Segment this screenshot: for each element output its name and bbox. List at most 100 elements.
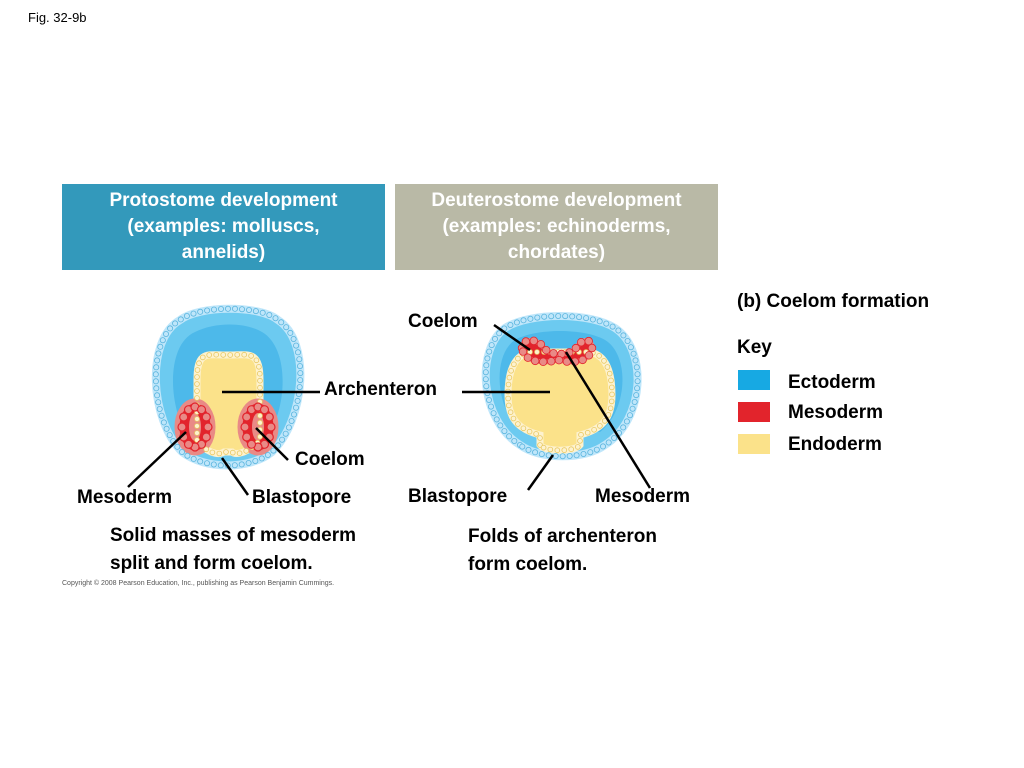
- deuterostome-ectoderm-cell: [520, 317, 527, 324]
- deuterostome-ectoderm-cell: [566, 452, 573, 459]
- deuterostome-ectoderm-cell: [634, 385, 641, 392]
- deuterostome-mesoderm-cell: [539, 357, 548, 366]
- deuterostome-ectoderm-cell: [620, 332, 627, 339]
- protostome-ectoderm-cell: [279, 436, 286, 443]
- protostome-ectoderm-cell: [283, 324, 290, 331]
- deuterostome-ectoderm-cell: [496, 330, 503, 337]
- leader-proto-blastopore: [220, 457, 250, 496]
- deuterostome-ectoderm-cell: [534, 314, 541, 321]
- protostome-ectoderm-cell: [290, 411, 297, 418]
- protostome-ectoderm-cell: [217, 462, 224, 469]
- deuterostome-endoderm-cell: [584, 429, 591, 436]
- deuterostome-mesoderm-cell: [587, 343, 597, 353]
- deuterostome-endoderm-cell: [596, 353, 602, 359]
- deuterostome-ectoderm-cell: [519, 443, 526, 450]
- deuterostome-ectoderm-cell: [484, 355, 491, 362]
- protostome-ectoderm-cell: [190, 455, 197, 462]
- deuterostome-ectoderm-cell: [589, 316, 596, 323]
- deuterostome-ectoderm-cell: [507, 321, 514, 328]
- deuterostome-mesoderm-cell: [542, 346, 551, 355]
- protostome-ectoderm-cell: [154, 357, 161, 364]
- protostome-ectoderm-cell: [162, 330, 169, 337]
- deuterostome-ectoderm-cell: [603, 320, 610, 327]
- protostome-endoderm-cell: [194, 416, 200, 422]
- deuterostome-ectoderm-cell: [627, 412, 634, 419]
- deuterostome-ectoderm-cell: [525, 446, 532, 453]
- protostome-ectoderm-cell: [252, 308, 259, 315]
- protostome-ectoderm-cell: [160, 419, 167, 426]
- deuterostome-ectoderm-cell: [486, 348, 493, 355]
- deuterostome-endoderm-cell: [505, 402, 512, 409]
- deuterostome-ectoderm-cell: [483, 383, 490, 390]
- protostome-mesoderm-cell: [242, 412, 252, 422]
- protostome-mesoderm-label: Mesoderm: [77, 487, 173, 508]
- protostome-endoderm-cell: [223, 449, 229, 455]
- protostome-endoderm-cell: [257, 433, 263, 440]
- leader-deutero-coelom: [493, 323, 531, 352]
- deuterostome-ectoderm-cell: [631, 398, 638, 405]
- protostome-ectoderm-cell: [297, 377, 304, 384]
- deuterostome-endoderm-cell: [608, 398, 615, 405]
- protostome-header: Protostome development (examples: mollus…: [62, 184, 385, 270]
- protostome-endoderm-cell: [227, 352, 234, 358]
- deuterostome-ectoderm-cell: [629, 405, 636, 412]
- deuterostome-mesoderm-cell: [584, 336, 593, 346]
- protostome-mesoderm-cell: [201, 412, 211, 422]
- protostome-ectoderm-cell: [178, 448, 185, 455]
- deuterostome-endoderm-cell: [597, 423, 603, 429]
- protostome-endoderm-cell: [256, 363, 262, 370]
- protostome-endoderm-cell: [194, 395, 200, 401]
- protostome-ectoderm-cell: [259, 309, 266, 316]
- archenteron-label: Archenteron: [324, 379, 437, 400]
- deuterostome-mesoderm-cell: [584, 351, 594, 360]
- copyright-notice: Copyright © 2008 Pearson Education, Inc.…: [62, 580, 335, 587]
- protostome-caption-line-1: Solid masses of mesoderm: [110, 525, 357, 546]
- protostome-ectoderm-cell: [245, 306, 252, 313]
- protostome-ectoderm-cell: [292, 404, 299, 411]
- protostome-ectoderm-cell: [210, 461, 217, 468]
- deuterostome-header-line-2: (examples: echinoderms,: [442, 216, 671, 237]
- leader-proto-mesoderm: [127, 431, 187, 488]
- deuterostome-ectoderm-cell: [634, 378, 641, 385]
- protostome-endoderm-cell: [257, 412, 263, 419]
- protostome-endoderm-cell: [194, 374, 200, 380]
- leader-deutero-mesoderm: [564, 351, 652, 489]
- deuterostome-endoderm-cell: [568, 446, 574, 453]
- section-title: (b) Coelom formation: [737, 291, 930, 312]
- deuterostome-endoderm-cell: [604, 364, 611, 370]
- deuterostome-ectoderm-cell: [623, 418, 630, 425]
- deuterostome-caption-line-1: Folds of archenteron: [468, 526, 657, 547]
- deuterostome-endoderm-cell: [505, 381, 512, 388]
- deuterostome-ectoderm-cell: [634, 371, 641, 378]
- deuterostome-endoderm-cell: [609, 391, 615, 398]
- deuterostome-mesoderm-cell: [549, 349, 558, 358]
- protostome-ectoderm-cell: [224, 305, 231, 312]
- deuterostome-endoderm-cell: [511, 361, 517, 368]
- protostome-ectoderm-cell: [197, 458, 204, 465]
- deuterostome-endoderm-cell: [561, 447, 568, 453]
- deuterostome-ectoderm-cell: [482, 376, 489, 383]
- protostome-ectoderm-cell: [203, 460, 210, 467]
- mesoderm-key-label: Mesoderm: [788, 402, 884, 423]
- deuterostome-ectoderm-cell: [624, 337, 631, 344]
- protostome-endoderm-cell: [194, 423, 200, 429]
- protostome-mesoderm-cell: [183, 439, 194, 449]
- protostome-endoderm-cell: [213, 351, 220, 358]
- protostome-endoderm-cell: [194, 381, 200, 387]
- deuterostome-endoderm-cell: [515, 421, 521, 427]
- protostome-ectoderm-cell: [296, 363, 303, 370]
- protostome-ectoderm-cell: [270, 447, 277, 454]
- deuterostome-mesoderm-label: Mesoderm: [595, 486, 691, 507]
- deuterostome-endoderm-cell: [520, 425, 527, 432]
- deuterostome-endoderm-cell: [547, 446, 554, 453]
- deuterostome-ectoderm-cell: [552, 452, 559, 459]
- protostome-endoderm-cell: [257, 377, 263, 384]
- deuterostome-ectoderm-cell: [491, 335, 498, 342]
- deuterostome-ectoderm-cell: [611, 434, 618, 441]
- deuterostome-ectoderm-cell: [633, 364, 640, 371]
- protostome-endoderm-cell: [216, 450, 223, 457]
- deuterostome-endoderm-cell: [608, 384, 615, 391]
- protostome-mesoderm-cell: [203, 422, 213, 432]
- protostome-mesoderm-cell: [196, 405, 207, 415]
- deuterostome-ectoderm-cell: [596, 318, 603, 325]
